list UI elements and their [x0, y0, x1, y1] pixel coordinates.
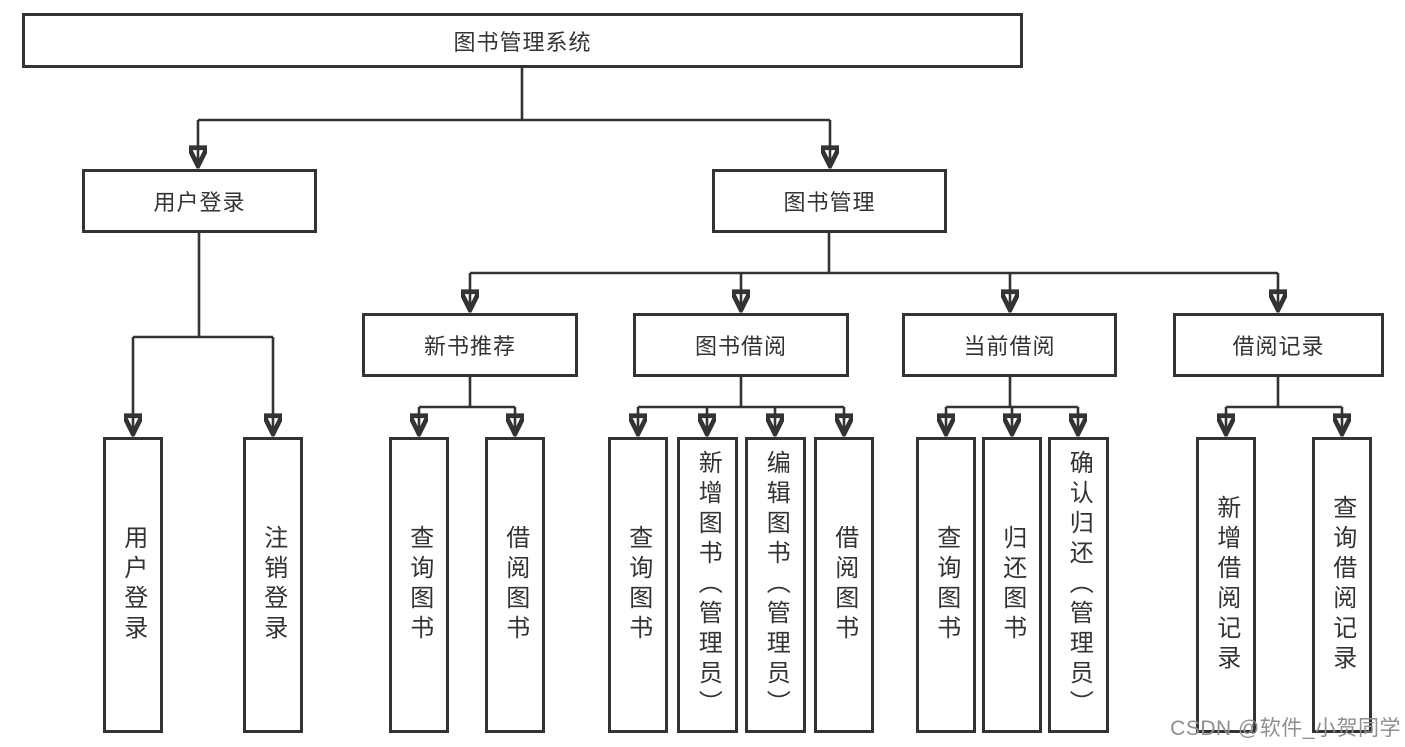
leaf-records-add-record-label: 新增借阅记录: [1212, 495, 1240, 675]
leaf-recommend-query-books-label: 查询图书: [405, 525, 433, 645]
leaf-current-query-books: 查询图书: [916, 437, 976, 733]
leaf-records-add-record: 新增借阅记录: [1196, 437, 1256, 733]
node-new-book-recommendation: 新书推荐: [362, 313, 578, 377]
leaf-borrow-edit-books-admin-label: 编辑图书（管理员）: [762, 450, 790, 720]
node-book-borrowing-label: 图书借阅: [694, 334, 787, 359]
leaf-borrow-borrow-books-label: 借阅图书: [830, 525, 858, 645]
node-current-borrowing: 当前借阅: [902, 313, 1117, 377]
leaf-records-query-record: 查询借阅记录: [1312, 437, 1372, 733]
leaf-borrow-borrow-books: 借阅图书: [814, 437, 874, 733]
leaf-current-return-books-label: 归还图书: [998, 525, 1026, 645]
node-book-management-label: 图书管理: [783, 190, 876, 215]
csdn-watermark: CSDN @软件_小贺同学: [1170, 717, 1401, 740]
node-borrowing-records-label: 借阅记录: [1232, 334, 1325, 359]
node-root-label: 图书管理系统: [453, 29, 592, 55]
leaf-current-return-books: 归还图书: [982, 437, 1042, 733]
leaf-borrow-add-books-admin-label: 新增图书（管理员）: [694, 450, 722, 720]
node-book-borrowing: 图书借阅: [633, 313, 849, 377]
leaf-borrow-add-books-admin: 新增图书（管理员）: [677, 437, 738, 733]
leaf-recommend-borrow-books-label: 借阅图书: [501, 525, 529, 645]
leaf-borrow-edit-books-admin: 编辑图书（管理员）: [745, 437, 806, 733]
leaf-recommend-borrow-books: 借阅图书: [485, 437, 545, 733]
leaf-current-confirm-return-admin-label: 确认归还（管理员）: [1065, 450, 1093, 720]
leaf-user-login-label: 用户登录: [119, 525, 147, 645]
leaf-user-login: 用户登录: [103, 437, 163, 733]
node-current-borrowing-label: 当前借阅: [963, 334, 1056, 359]
leaf-borrow-query-books-label: 查询图书: [624, 525, 652, 645]
leaf-borrow-query-books: 查询图书: [608, 437, 668, 733]
node-root: 图书管理系统: [22, 13, 1023, 68]
node-borrowing-records: 借阅记录: [1173, 313, 1384, 377]
node-user-login-label: 用户登录: [153, 190, 246, 215]
node-new-book-recommendation-label: 新书推荐: [423, 334, 516, 359]
leaf-recommend-query-books: 查询图书: [389, 437, 449, 733]
leaf-current-confirm-return-admin: 确认归还（管理员）: [1048, 437, 1109, 733]
leaf-current-query-books-label: 查询图书: [932, 525, 960, 645]
node-book-management: 图书管理: [712, 169, 947, 233]
leaf-logout-label: 注销登录: [259, 525, 287, 645]
leaf-records-query-record-label: 查询借阅记录: [1328, 495, 1356, 675]
node-user-login: 用户登录: [82, 169, 317, 233]
leaf-logout: 注销登录: [243, 437, 303, 733]
